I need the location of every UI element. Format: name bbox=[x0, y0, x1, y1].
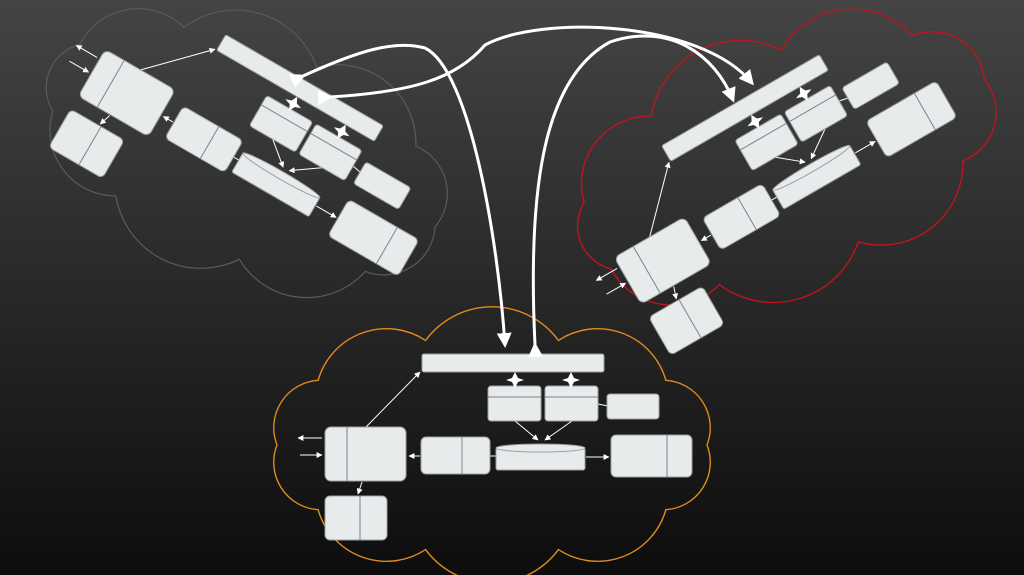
cluster-right bbox=[554, 11, 988, 369]
cluster-left bbox=[25, 0, 459, 331]
link-bottom-to-right bbox=[528, 34, 736, 358]
cluster-bottom bbox=[298, 354, 692, 540]
link-left-to-right bbox=[317, 25, 754, 106]
link-left-to-bottom bbox=[288, 43, 512, 348]
